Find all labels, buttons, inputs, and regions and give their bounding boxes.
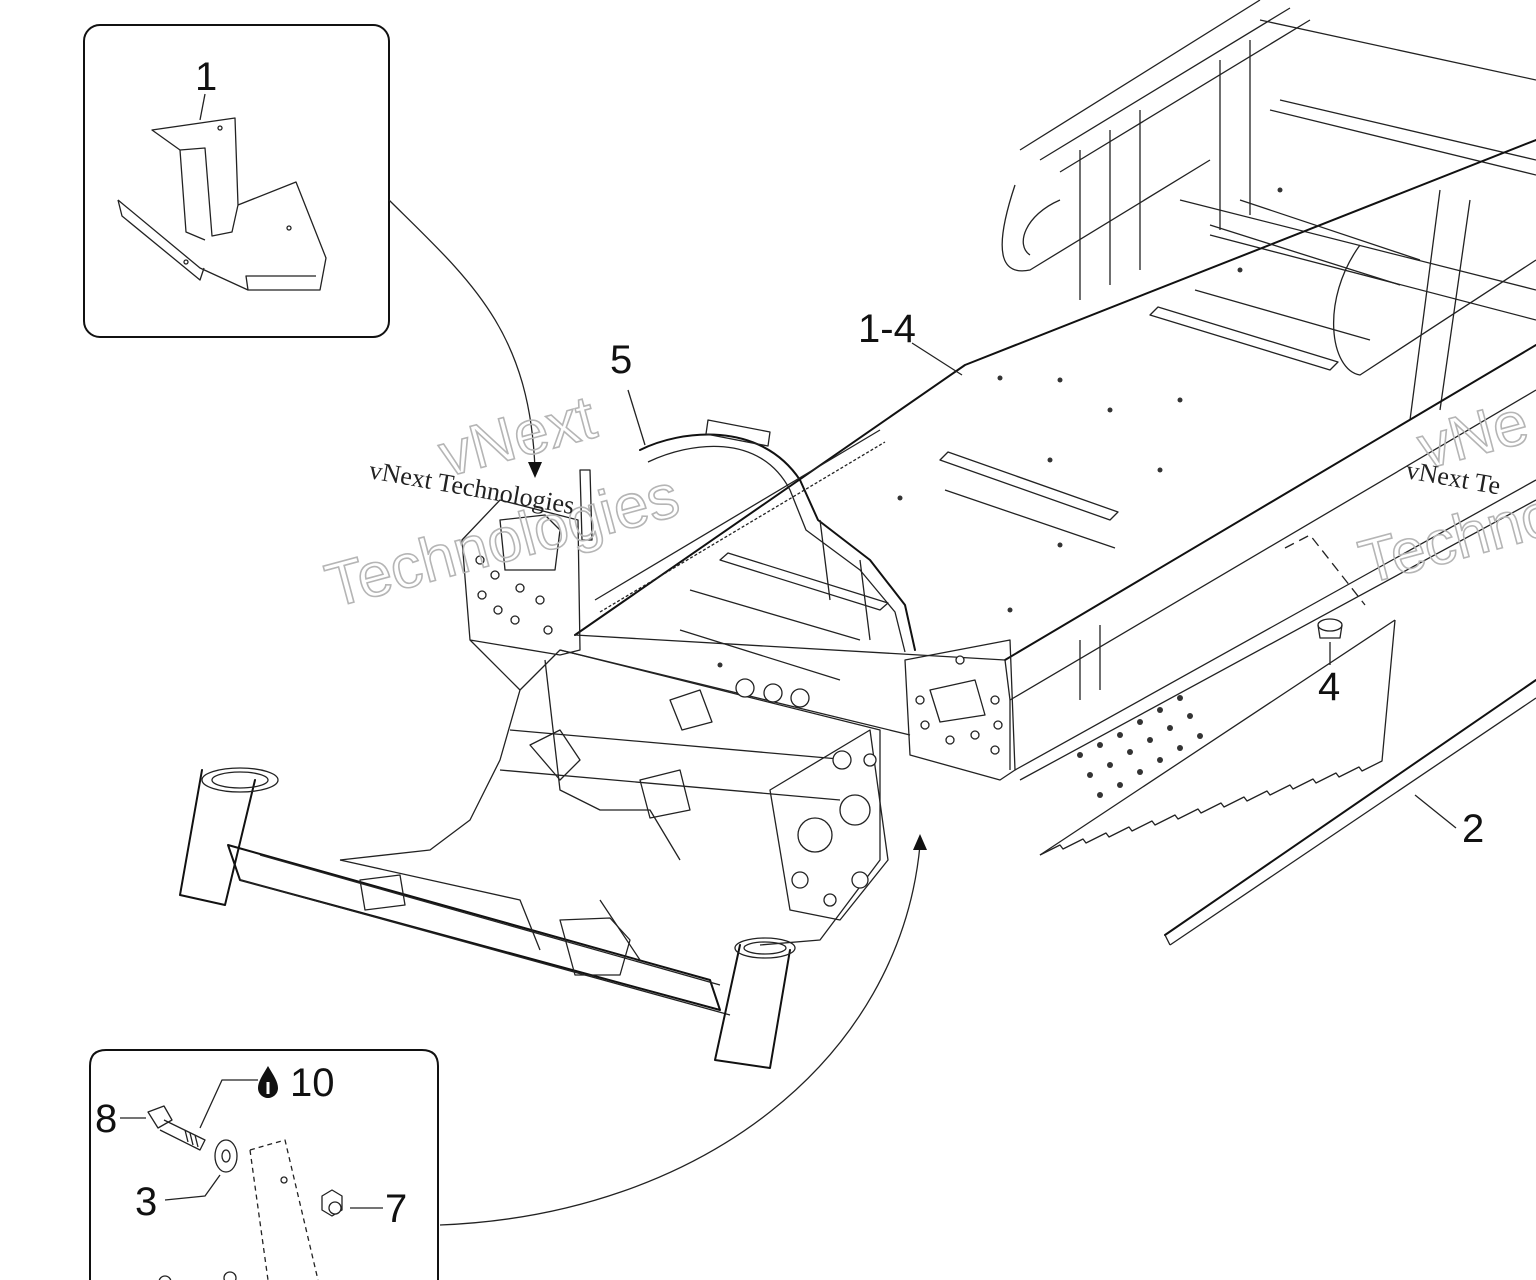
chaincase-plate bbox=[769, 729, 889, 921]
washer-part-3 bbox=[214, 1139, 238, 1173]
right-shock-tower bbox=[904, 639, 1016, 781]
leader-3 bbox=[164, 1174, 221, 1201]
callout-5: 5 bbox=[610, 338, 632, 382]
leader-2 bbox=[1414, 794, 1457, 829]
watermark-right: vNe Techno vNext Te bbox=[1351, 387, 1536, 599]
detail-frame-bottom bbox=[89, 1049, 439, 1280]
callout-8: 8 bbox=[95, 1097, 117, 1141]
watermark-left: vNext Technologies vNext Technologies bbox=[318, 382, 687, 622]
leader-inset-bottom bbox=[439, 844, 921, 1226]
detail-inset-part-1: 1 bbox=[83, 24, 390, 338]
leader-arrow-1 bbox=[528, 462, 542, 478]
leader-1 bbox=[199, 93, 206, 121]
rear-rack bbox=[1001, 0, 1536, 421]
front-cross-member bbox=[227, 844, 731, 1016]
partial-nut bbox=[223, 1271, 237, 1280]
callout-4: 4 bbox=[1318, 665, 1340, 709]
leader-inset-1 bbox=[388, 199, 536, 471]
callout-1-4: 1-4 bbox=[858, 307, 916, 351]
rail-part-2 bbox=[1164, 679, 1536, 946]
leader-arrow-bottom bbox=[913, 834, 927, 850]
bolt-part-8 bbox=[147, 1105, 206, 1151]
callout-2: 2 bbox=[1462, 807, 1484, 851]
right-spindle bbox=[714, 937, 796, 1069]
leader-10 bbox=[199, 1079, 258, 1129]
callout-10: 10 bbox=[290, 1061, 335, 1105]
partial-washer bbox=[158, 1275, 172, 1280]
leader-5 bbox=[627, 389, 646, 446]
leader-1-4 bbox=[911, 342, 963, 376]
detail-inset-fasteners: 8 3 7 10 bbox=[89, 1049, 439, 1280]
front-bumper-bar bbox=[579, 419, 916, 653]
left-spindle bbox=[179, 767, 279, 906]
callout-7: 7 bbox=[385, 1187, 407, 1231]
bracket-dashed bbox=[249, 1139, 319, 1280]
callout-3: 3 bbox=[135, 1180, 157, 1224]
frame-assembly bbox=[179, 0, 1536, 1069]
front-bulkhead bbox=[339, 639, 911, 946]
plug-part-4 bbox=[1317, 618, 1343, 639]
running-board-holes bbox=[1077, 695, 1203, 798]
watermark-right-big-2: Techno bbox=[1352, 479, 1536, 597]
tunnel-deck bbox=[574, 139, 1536, 856]
bracket-part-1 bbox=[117, 117, 327, 291]
nut-part-7 bbox=[321, 1189, 343, 1217]
detail-frame bbox=[83, 24, 390, 338]
callout-group-main: 1-4 5 4 2 bbox=[610, 307, 1484, 851]
callout-1: 1 bbox=[195, 55, 217, 99]
